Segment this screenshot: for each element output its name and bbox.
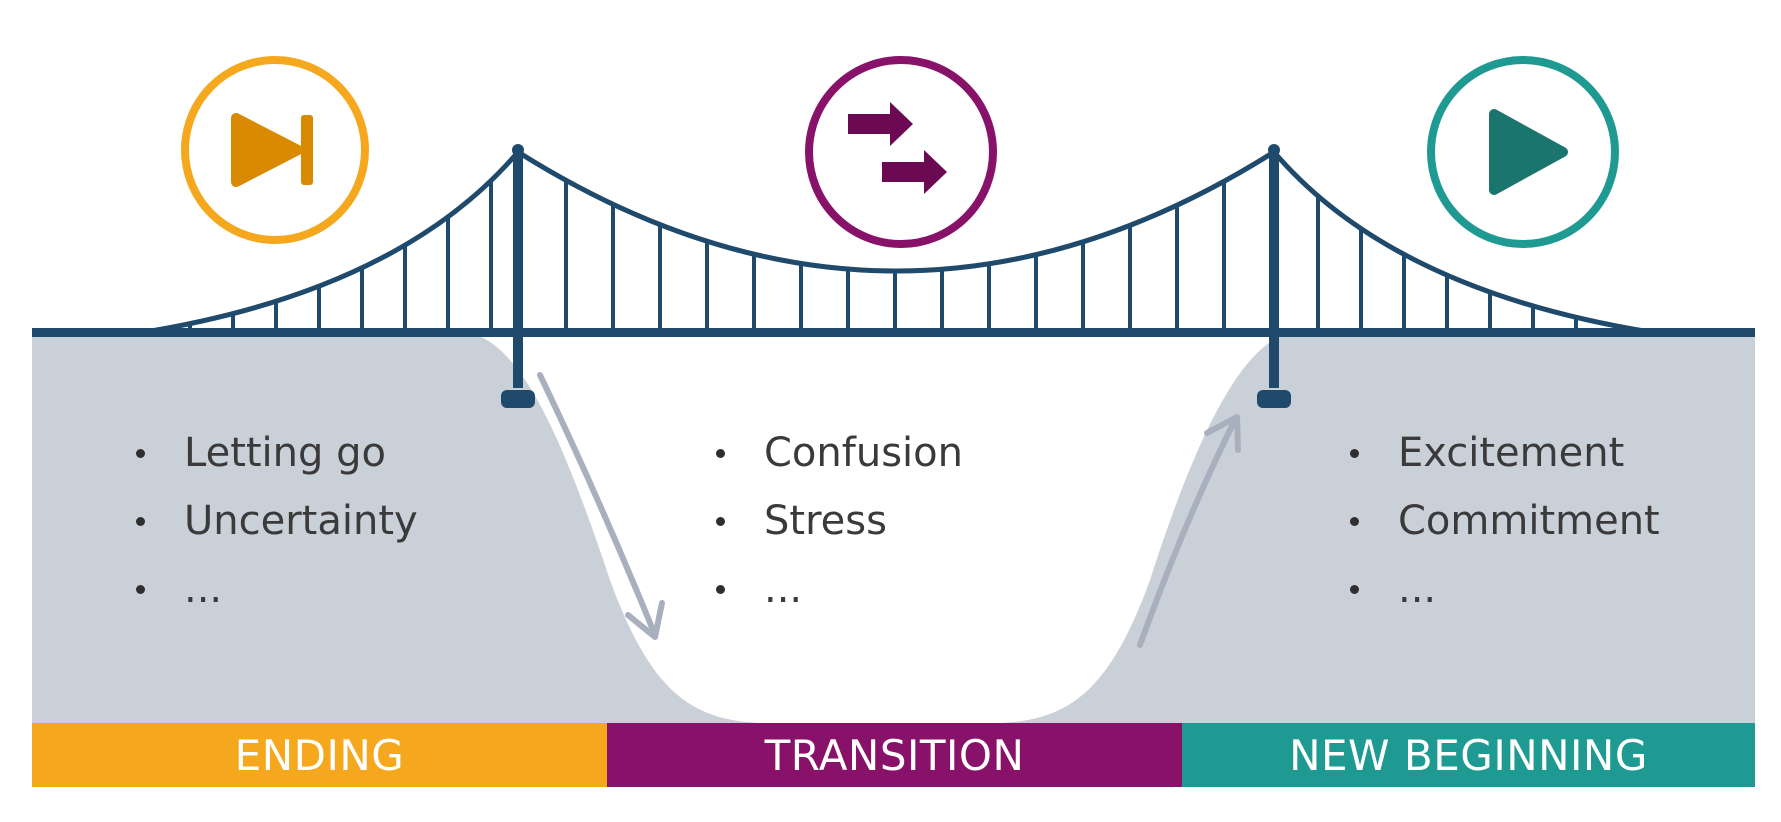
list-item: Uncertainty xyxy=(128,493,418,561)
bridge-cable xyxy=(144,150,520,335)
ending-list: Letting go Uncertainty ... xyxy=(128,425,418,629)
list-item: ... xyxy=(1342,561,1660,629)
bridge-cable xyxy=(516,149,1276,274)
tower-top xyxy=(512,144,524,156)
down-arrow xyxy=(537,372,658,638)
valley-ground xyxy=(32,333,1755,723)
new-beginning-band: NEW BEGINNING xyxy=(1182,723,1755,787)
tower-foot xyxy=(1257,390,1291,408)
up-arrow xyxy=(1137,417,1238,648)
new-beginning-list: Excitement Commitment ... xyxy=(1342,425,1660,629)
tower-top xyxy=(1268,144,1280,156)
list-item: Confusion xyxy=(708,425,963,493)
down-arrow-head xyxy=(625,600,665,640)
list-item: Stress xyxy=(708,493,963,561)
list-item: Commitment xyxy=(1342,493,1660,561)
tower-foot xyxy=(501,390,535,408)
transition-band: TRANSITION xyxy=(607,723,1182,787)
bridge-tower xyxy=(1269,148,1279,388)
play-icon xyxy=(1427,56,1619,248)
ending-band: ENDING xyxy=(32,723,607,787)
transition-list: Confusion Stress ... xyxy=(708,425,963,629)
list-item: Excitement xyxy=(1342,425,1660,493)
bridge-tower xyxy=(513,148,523,388)
valley-arrows xyxy=(537,372,1241,648)
next-track-icon xyxy=(181,56,369,244)
double-arrow-icon xyxy=(805,56,997,248)
list-item: Letting go xyxy=(128,425,418,493)
suspension-bridge xyxy=(32,144,1755,408)
list-item: ... xyxy=(708,561,963,629)
list-item: ... xyxy=(128,561,418,629)
bridge-cable xyxy=(1272,150,1651,335)
up-arrow-head xyxy=(1204,414,1241,453)
bridge-deck xyxy=(32,328,1755,337)
